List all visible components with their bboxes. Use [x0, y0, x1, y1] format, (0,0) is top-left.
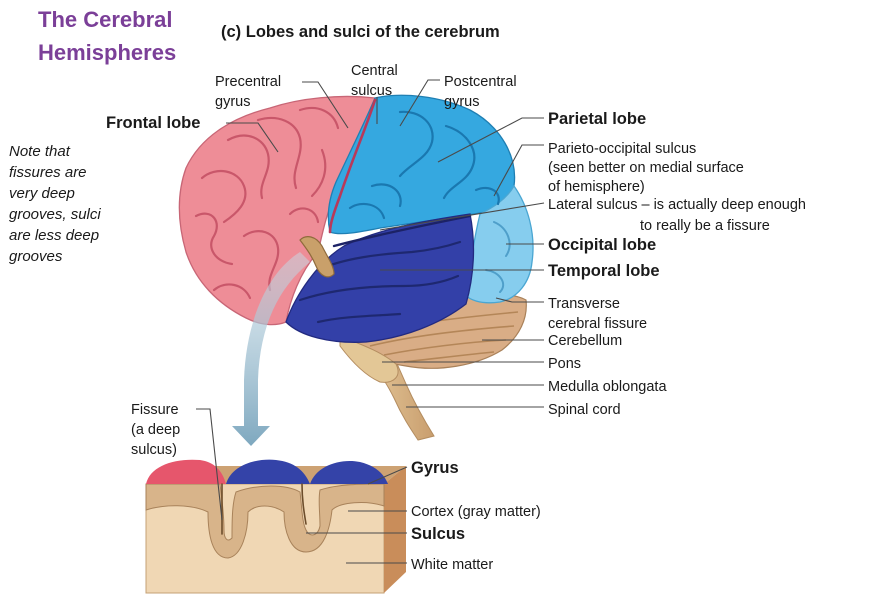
label-parieto-occipital-sulcus: of hemisphere) — [548, 179, 645, 195]
label-sulcus: Sulcus — [411, 525, 465, 543]
label-postcentral-gyrus: gyrus — [444, 94, 479, 110]
note-line: are less deep — [9, 227, 99, 244]
gyrus-crown-blue — [226, 460, 310, 484]
label-frontal-lobe: Frontal lobe — [106, 114, 200, 132]
label-medulla-oblongata: Medulla oblongata — [548, 379, 667, 395]
label-central-sulcus: sulcus — [351, 83, 392, 99]
label-parieto-occipital-sulcus: Parieto-occipital sulcus — [548, 141, 696, 157]
label-lateral-sulcus: to really be a fissure — [640, 218, 770, 234]
side-note: Note that fissures are very deep grooves… — [9, 143, 101, 265]
diagram-title-line1: The Cerebral — [38, 7, 173, 32]
label-parietal-lobe: Parietal lobe — [548, 110, 646, 128]
cortex-section — [146, 460, 406, 593]
note-line: very deep — [9, 185, 75, 202]
label-precentral-gyrus: gyrus — [215, 94, 250, 110]
diagram-subtitle: (c) Lobes and sulci of the cerebrum — [221, 23, 500, 41]
label-fissure: Fissure — [131, 402, 179, 418]
label-white-matter: White matter — [411, 557, 493, 573]
diagram-title-line2: Hemispheres — [38, 40, 176, 65]
label-fissure: (a deep — [131, 422, 180, 438]
label-gyrus: Gyrus — [411, 459, 459, 477]
label-central-sulcus: Central — [351, 63, 398, 79]
gyrus-crown-red — [146, 460, 226, 484]
label-spinal-cord: Spinal cord — [548, 402, 621, 418]
note-line: Note that — [9, 143, 71, 160]
label-occipital-lobe: Occipital lobe — [548, 236, 656, 254]
label-postcentral-gyrus: Postcentral — [444, 74, 517, 90]
brain-illustration — [179, 95, 533, 440]
note-line: grooves — [9, 248, 63, 265]
section-side-face — [384, 466, 406, 593]
label-pons: Pons — [548, 356, 581, 372]
label-cortex: Cortex (gray matter) — [411, 504, 541, 520]
label-temporal-lobe: Temporal lobe — [548, 262, 660, 280]
label-parieto-occipital-sulcus: (seen better on medial surface — [548, 160, 744, 176]
note-line: grooves, sulci — [9, 206, 101, 223]
label-fissure: sulcus) — [131, 442, 177, 458]
label-transverse-fissure: Transverse — [548, 296, 620, 312]
label-precentral-gyrus: Precentral — [215, 74, 281, 90]
label-lateral-sulcus: Lateral sulcus – is actually deep enough — [548, 197, 806, 213]
label-cerebellum: Cerebellum — [548, 333, 622, 349]
note-line: fissures are — [9, 164, 87, 181]
label-transverse-fissure: cerebral fissure — [548, 316, 647, 332]
